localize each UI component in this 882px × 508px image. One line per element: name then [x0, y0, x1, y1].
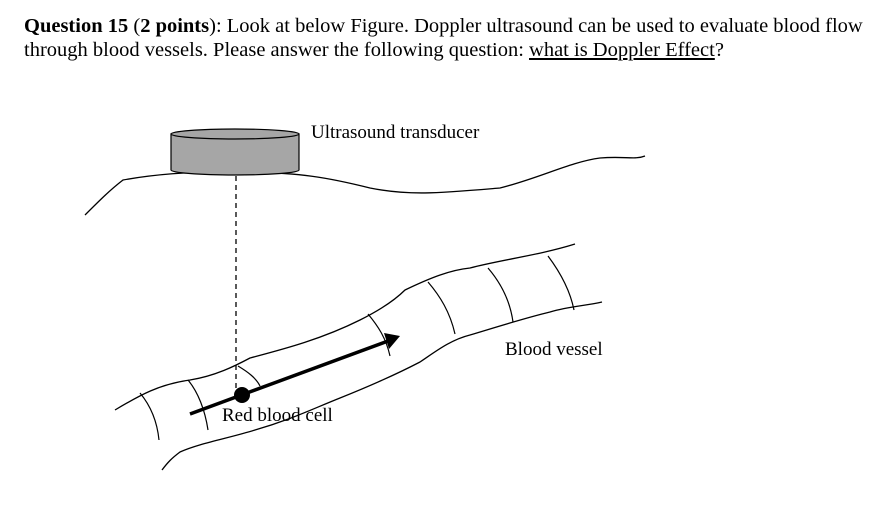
red-cell-label: Red blood cell	[222, 405, 333, 426]
vessel-rib	[139, 392, 160, 441]
vessel-ribs	[139, 255, 575, 441]
vessel-rib	[237, 365, 261, 387]
flow-arrow	[189, 333, 400, 416]
question-text: Question 15 (2 points): Look at below Fi…	[24, 14, 869, 62]
question-number: Question 15	[24, 15, 129, 37]
vessel-rib	[187, 379, 209, 431]
vessel-lower-wall	[161, 301, 603, 471]
transducer-top	[170, 128, 300, 140]
question-body: Look at below Figure. Doppler ultrasound…	[24, 15, 863, 61]
colon: :	[215, 15, 227, 37]
question-underlined: what is Doppler Effect	[529, 39, 715, 61]
transducer-label: Ultrasound transducer	[311, 122, 480, 143]
vessel-rib	[487, 267, 514, 323]
vessel-label: Blood vessel	[505, 339, 603, 360]
question-points: 2 points	[140, 15, 210, 37]
vessel-rib	[367, 313, 391, 357]
flow-arrow-head	[384, 333, 400, 349]
vessel-upper-wall	[114, 243, 576, 411]
vessel-rib	[547, 255, 575, 311]
vessel-rib	[427, 281, 456, 335]
points-open: (	[128, 15, 141, 37]
red-blood-cell	[234, 387, 250, 403]
question-end: ?	[714, 39, 724, 61]
skin-surface-line	[84, 155, 646, 216]
points-close: )	[209, 15, 216, 37]
transducer-body	[170, 133, 300, 176]
flow-arrow-shaft	[189, 339, 389, 416]
transducer	[170, 128, 300, 176]
